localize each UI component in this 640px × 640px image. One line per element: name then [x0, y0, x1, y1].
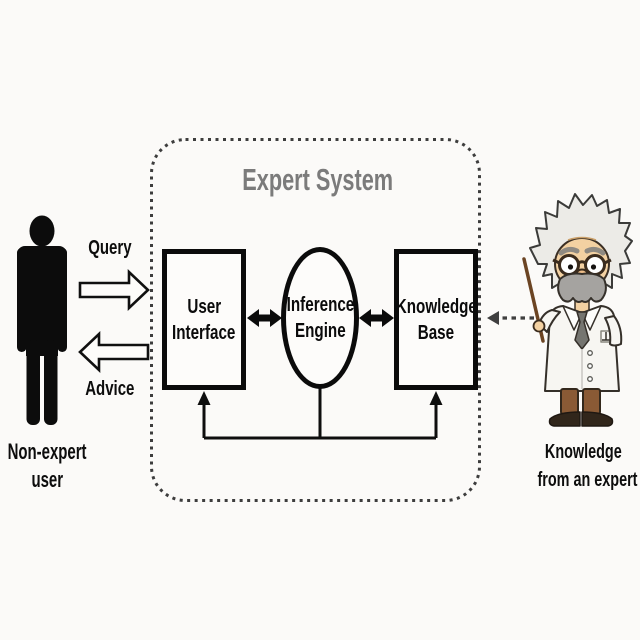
user-interface-label-line2: Interface	[172, 321, 236, 344]
einstein-expert-icon	[522, 193, 633, 427]
user-interface-label-line1: User	[187, 295, 221, 318]
expert-knowledge-dashed-arrow-icon	[487, 311, 534, 325]
advice-label: Advice	[85, 378, 135, 400]
knowledge-base-label-line1: Knowledge	[395, 295, 477, 318]
query-arrow-icon	[78, 268, 150, 312]
inference-engine-label-line1: Inference	[286, 294, 354, 316]
node-inference-engine: Inference Engine	[281, 247, 359, 389]
node-user-interface: User Interface	[162, 249, 246, 390]
expert-system-boundary	[150, 138, 481, 502]
knowledge-base-label-line2: Base	[417, 321, 455, 344]
feedback-arrows	[197, 388, 443, 440]
non-expert-user-caption: Non-expert user	[7, 439, 87, 492]
diagram-title: Expert System	[242, 162, 394, 197]
inference-engine-label-line2: Engine	[294, 320, 346, 342]
expert-knowledge-caption: Knowledge from an expert	[537, 441, 638, 491]
person-icon	[17, 215, 67, 425]
engine-kb-double-arrow-icon	[359, 309, 394, 327]
advice-arrow-icon	[78, 330, 150, 374]
ui-engine-double-arrow-icon	[247, 309, 282, 327]
node-knowledge-base: Knowledge Base	[394, 249, 478, 390]
query-label: Query	[88, 237, 132, 259]
